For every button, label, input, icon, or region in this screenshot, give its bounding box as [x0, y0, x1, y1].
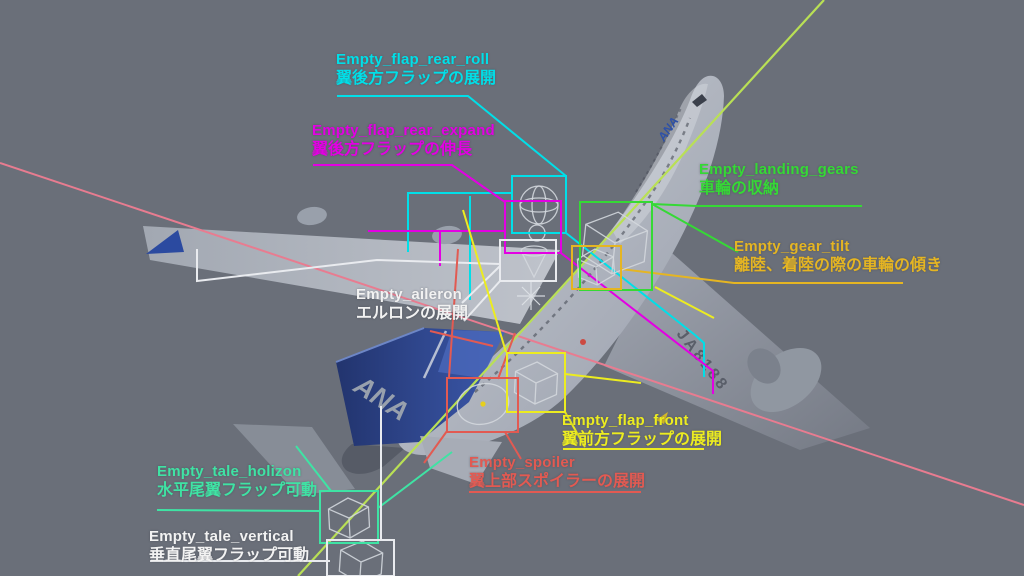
leader-lines-flap-rear-roll	[337, 95, 705, 377]
label-jp: 翼後方フラップの伸長	[312, 141, 473, 158]
label-en: Empty_spoiler	[469, 454, 575, 471]
label-jp: 離陸、着陸の際の車輪の傾き	[734, 257, 943, 274]
leader-lines-tale-vertical	[150, 406, 382, 562]
cube-empty-flap-front	[514, 361, 558, 405]
label-jp: エルロンの展開	[356, 305, 469, 322]
left-horizontal-stabilizer	[233, 424, 355, 495]
label-jp: 水平尾翼フラップ可動	[157, 482, 318, 499]
empty-box-flap-rear-roll	[511, 175, 567, 234]
upper-window-row	[635, 105, 683, 193]
fin-stripe-edge	[422, 330, 448, 379]
label-en: Empty_tale_holizon	[157, 463, 302, 480]
leader-lines-flap-rear-expand	[313, 164, 714, 394]
label-en: Empty_flap_rear_expand	[312, 122, 495, 139]
small-red-empty	[580, 339, 586, 345]
empty-box-aileron	[499, 239, 557, 282]
leader-lines-gear-tilt	[620, 268, 903, 284]
plain-axes-empty	[517, 282, 545, 310]
circle-empty	[456, 382, 510, 426]
right-engine-nacelle	[747, 347, 822, 413]
airplane-747: JA8188 ANA ANA	[143, 75, 870, 495]
selection-boxes	[319, 175, 653, 576]
empty-box-tale-vertical	[326, 539, 395, 576]
label-en: Empty_landing_gears	[699, 161, 859, 178]
label-flap-front: Empty_flap_front 翼前方フラップの展開	[562, 412, 722, 449]
label-flap-rear-expand: Empty_flap_rear_expand 翼後方フラップの伸長	[312, 122, 495, 159]
label-flap-rear-roll: Empty_flap_rear_roll 翼後方フラップの展開	[336, 51, 496, 88]
leader-lines-tale-holizon	[156, 445, 453, 512]
leader-lines-landing-gears	[651, 203, 862, 253]
upper-deck-hump	[612, 83, 708, 244]
origin-dot	[480, 401, 486, 407]
left-outer-engine	[297, 206, 327, 226]
cube-empty-tale-vertical	[339, 540, 384, 576]
label-en: Empty_aileron	[356, 286, 462, 303]
empty-box-flap-rear-expand	[504, 200, 562, 254]
label-en: Empty_flap_rear_roll	[336, 51, 490, 68]
tail-cone	[341, 444, 405, 474]
empty-box-flap-front	[506, 352, 566, 413]
label-spoiler: Empty_spoiler 翼上部スポイラーの展開	[469, 454, 645, 491]
label-jp: 車輪の収納	[699, 180, 780, 197]
label-jp: 翼後方フラップの展開	[336, 70, 497, 87]
empty-wireframes	[328, 186, 668, 576]
left-wingtip-blue	[146, 230, 184, 254]
cube-empty-tale-holizon	[328, 497, 370, 539]
left-wing	[143, 226, 560, 324]
fin-stripe	[438, 330, 505, 378]
construction-line-yellowgreen	[297, 0, 825, 576]
empty-box-spoiler	[446, 377, 519, 433]
label-landing-gears: Empty_landing_gears 車輪の収納	[699, 161, 859, 198]
small-yellow-arrow-empty	[656, 412, 668, 424]
cockpit-windows	[692, 94, 707, 107]
empty-box-tale-holizon	[319, 490, 379, 544]
label-en: Empty_flap_front	[562, 412, 689, 429]
label-jp: 翼上部スポイラーの展開	[469, 473, 646, 490]
construction-line-pink	[0, 162, 1024, 506]
label-en: Empty_tale_vertical	[149, 528, 294, 545]
label-tale-vertical: Empty_tale_vertical 垂直尾翼フラップ可動	[149, 528, 309, 565]
label-tale-holizon: Empty_tale_holizon 水平尾翼フラップ可動	[157, 463, 317, 500]
label-jp: 翼前方フラップの展開	[562, 431, 723, 448]
label-aileron: Empty_aileron エルロンの展開	[356, 286, 468, 323]
cone-empty	[520, 245, 548, 279]
leader-lines-flap-front	[462, 209, 715, 450]
left-inner-engine	[432, 225, 462, 245]
leader-lines-aileron	[196, 249, 501, 322]
label-jp: 垂直尾翼フラップ可動	[149, 547, 310, 564]
cube-empty-gear-tilt	[577, 248, 615, 286]
fin-top-edge	[335, 327, 425, 363]
label-gear-tilt: Empty_gear_tilt 離陸、着陸の際の車輪の傾き	[734, 238, 942, 275]
right-horizontal-stabilizer	[420, 436, 502, 484]
main-window-row	[467, 117, 692, 399]
label-en: Empty_gear_tilt	[734, 238, 850, 255]
empty-box-gear-tilt	[571, 245, 622, 290]
